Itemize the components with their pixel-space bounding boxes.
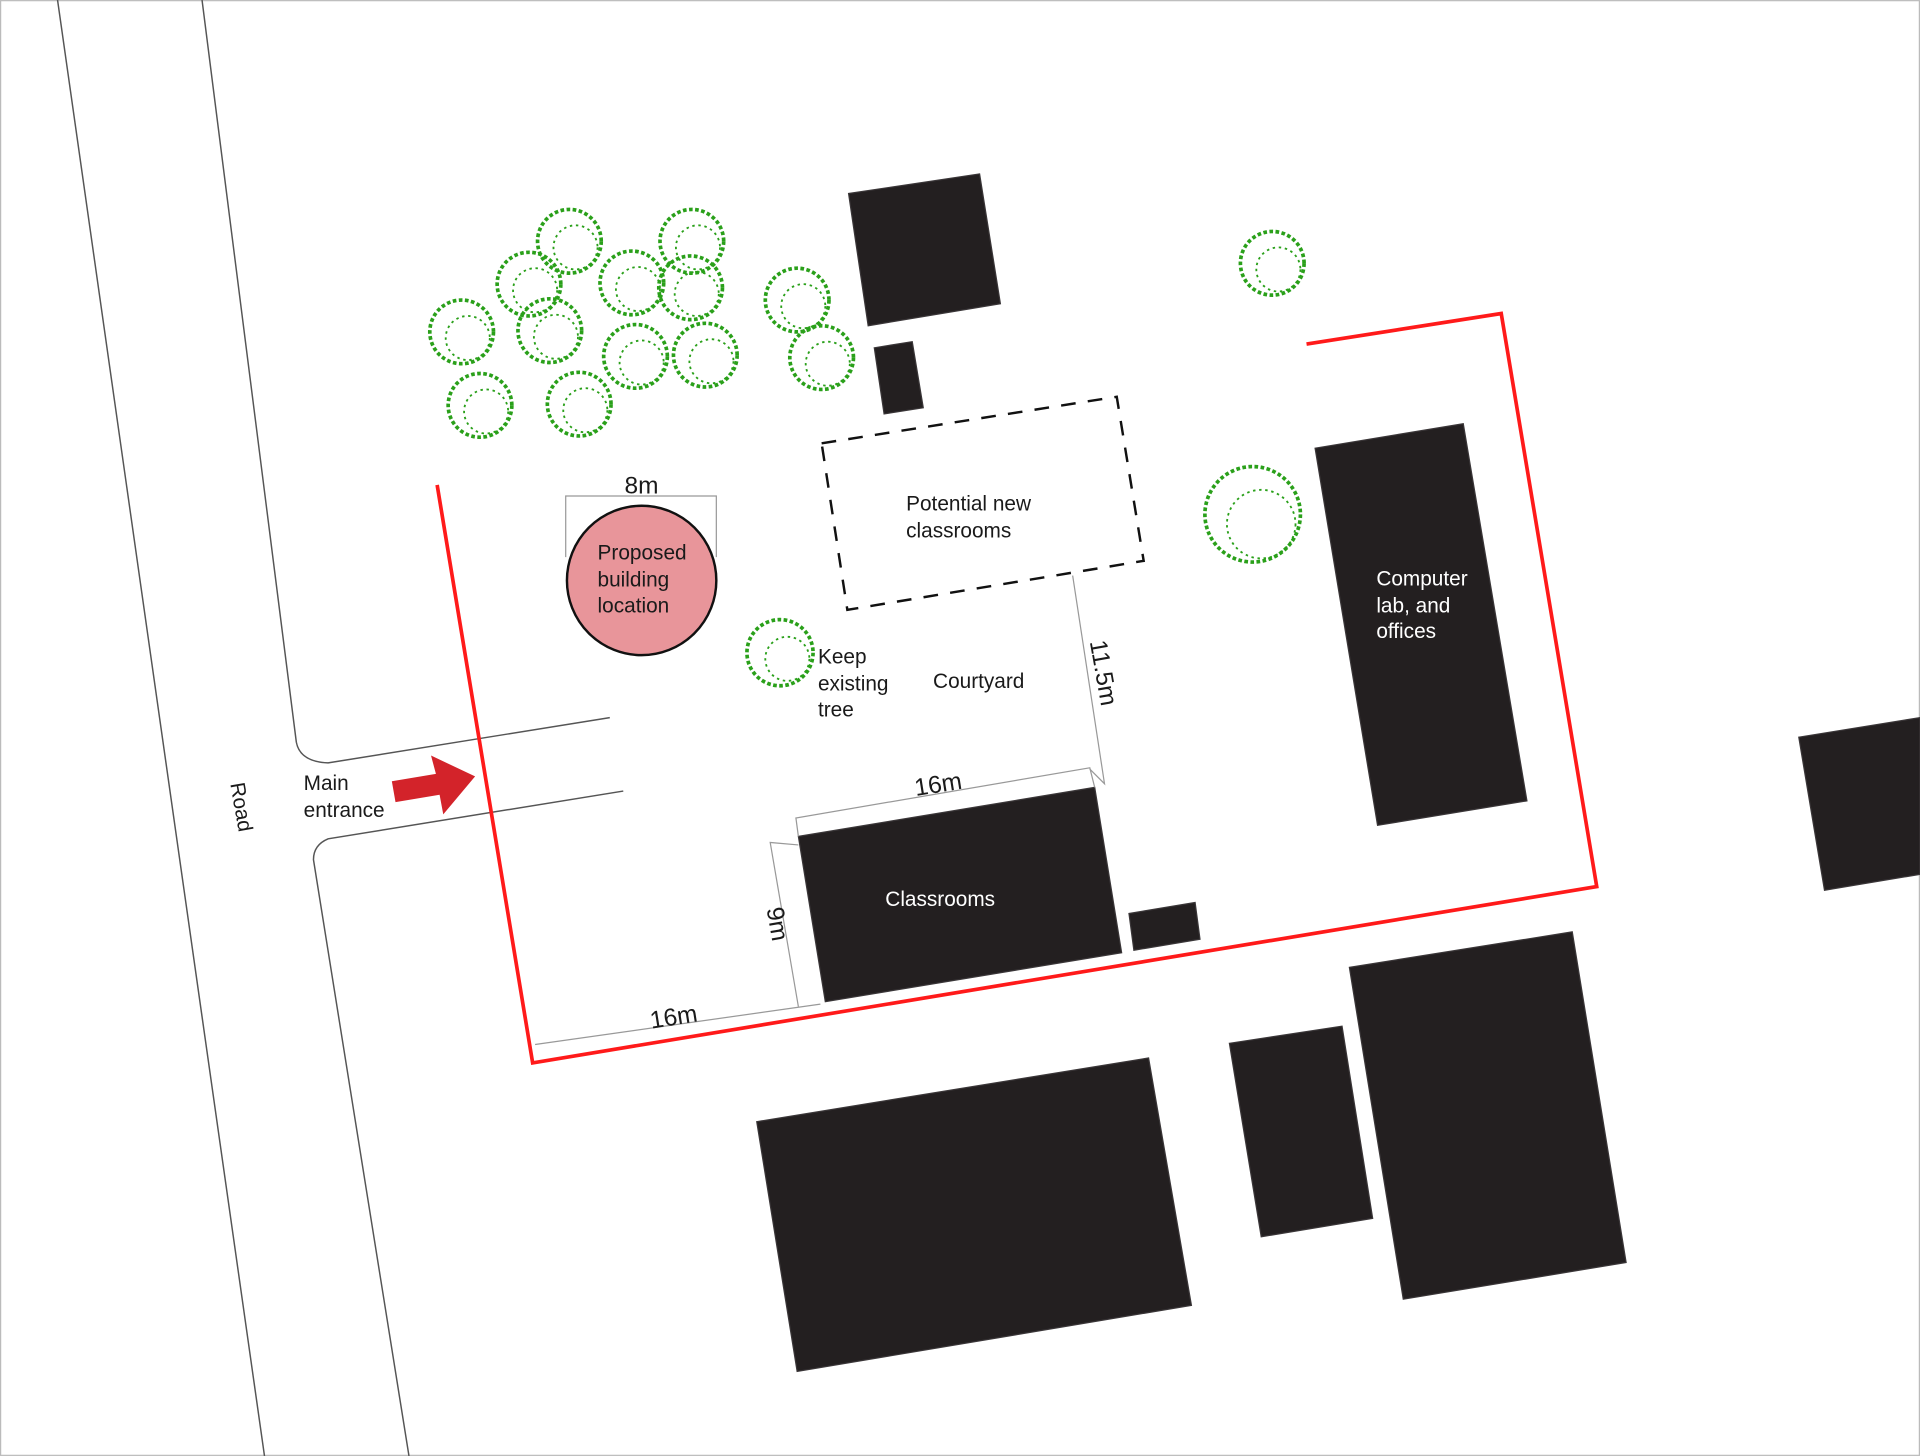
dim-8m: 8m — [624, 473, 658, 500]
tree-icon — [787, 323, 856, 392]
tree-icon — [671, 321, 739, 389]
building-shed — [1128, 901, 1201, 951]
site-boundary — [435, 311, 1599, 1066]
courtyard-label: Courtyard — [933, 670, 1024, 693]
road — [56, 0, 624, 1456]
proposed-building-circle — [565, 504, 718, 657]
tree-icon — [656, 254, 725, 322]
buildings — [756, 173, 1920, 1373]
tree-icon — [1203, 464, 1303, 564]
main-entrance-label: Main entrance — [304, 772, 385, 822]
existing-tree-icon — [745, 617, 815, 688]
keep-tree-label: Keep existing tree — [818, 646, 894, 722]
tree-icon — [601, 322, 670, 391]
entrance-arrow-icon — [391, 755, 476, 815]
building-east-edge — [1798, 716, 1920, 891]
building-north-small — [873, 340, 924, 415]
dimension-lines — [535, 495, 1106, 1046]
computer-lab-label: Computer lab, and offices — [1376, 567, 1473, 643]
classrooms-label: Classrooms — [885, 888, 995, 911]
building-classrooms — [797, 786, 1123, 1003]
potential-classrooms-label: Potential new classrooms — [906, 493, 1037, 543]
tree-icon — [535, 207, 604, 275]
potential-classrooms-outline — [820, 395, 1146, 612]
dim-9m: 9m — [761, 905, 793, 943]
building-south-middle — [1228, 1025, 1374, 1238]
tree-icon — [545, 370, 613, 438]
tree-icon — [427, 298, 496, 366]
building-north — [847, 173, 1002, 327]
building-south-east — [1348, 931, 1627, 1300]
tree-icon — [516, 296, 584, 365]
tree-icon — [446, 371, 514, 440]
building-south-large — [756, 1057, 1193, 1373]
proposed-building-label: Proposed building location — [598, 542, 693, 618]
building-computer-lab — [1314, 423, 1528, 827]
